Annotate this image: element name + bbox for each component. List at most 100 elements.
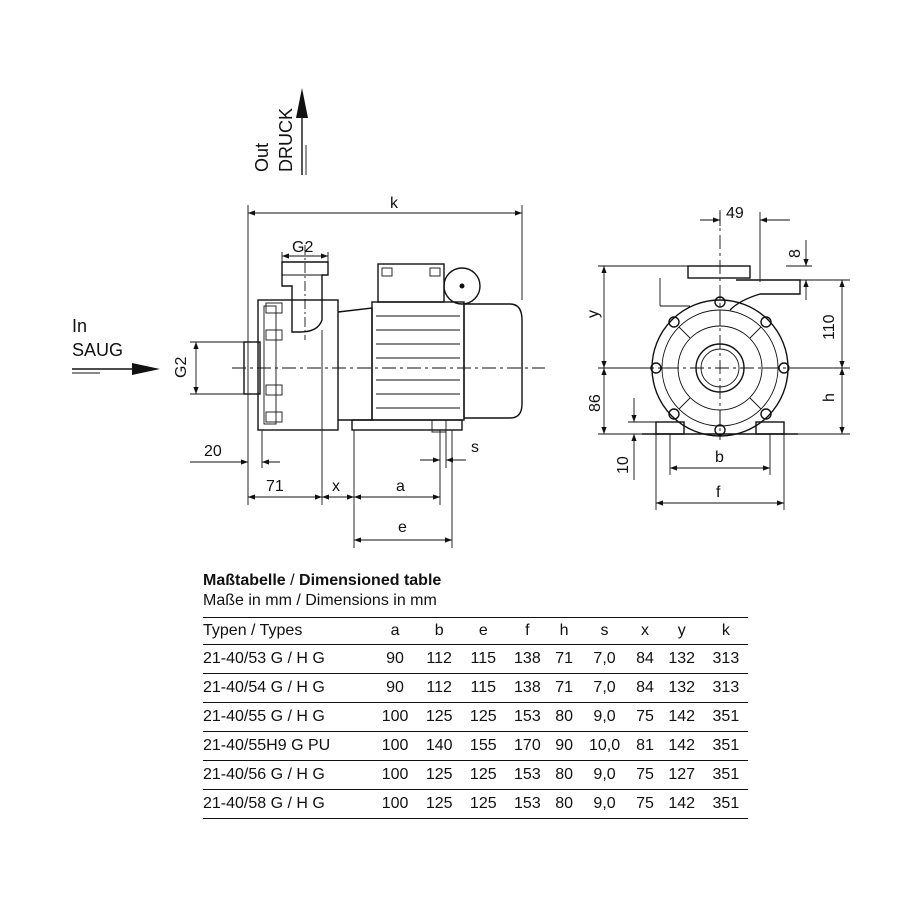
- inlet-arrow: [72, 363, 160, 375]
- dim-y: y: [585, 310, 602, 318]
- dim-20: 20: [204, 443, 222, 460]
- table-cell-value: 170: [505, 731, 550, 761]
- dim-f: f: [716, 484, 721, 501]
- table-cell-value: 112: [417, 644, 462, 674]
- dimension-table: Typen / Types a b e f h s x y k 21-40/53…: [203, 617, 748, 819]
- header-y: y: [659, 617, 704, 645]
- table-cell-value: 9,0: [578, 789, 631, 819]
- table-cell-value: 100: [373, 760, 418, 790]
- table-cell-value: 155: [461, 731, 506, 761]
- table-cell-value: 313: [703, 644, 748, 674]
- front-dimensions: [598, 212, 850, 510]
- label-in: In: [72, 316, 87, 336]
- table-cell-value: 138: [505, 644, 550, 674]
- table-cell-type: 21-40/58 G / H G: [203, 789, 373, 819]
- dim-s: s: [471, 439, 479, 456]
- table-cell-value: 80: [549, 789, 579, 819]
- table-cell-value: 125: [461, 789, 506, 819]
- table-cell-value: 153: [505, 702, 550, 732]
- table-cell-value: 90: [373, 644, 418, 674]
- table-cell-value: 127: [659, 760, 704, 790]
- table-cell-value: 142: [659, 702, 704, 732]
- table-cell-value: 132: [659, 673, 704, 703]
- header-a: a: [373, 617, 418, 645]
- table-cell-value: 125: [417, 789, 462, 819]
- table-cell-value: 10,0: [578, 731, 631, 761]
- dim-a: a: [396, 478, 405, 495]
- dimension-table-block: Maßtabelle / Dimensioned table Maße in m…: [203, 571, 748, 819]
- table-title: Maßtabelle / Dimensioned table: [203, 571, 748, 591]
- table-cell-value: 142: [659, 731, 704, 761]
- table-cell-value: 9,0: [578, 760, 631, 790]
- table-cell-type: 21-40/54 G / H G: [203, 673, 373, 703]
- label-druck: DRUCK: [276, 108, 296, 172]
- table-cell-value: 112: [417, 673, 462, 703]
- dim-8: 8: [787, 249, 804, 258]
- table-cell-value: 84: [630, 673, 660, 703]
- dim-h: h: [821, 393, 838, 402]
- pump-side-view: [232, 245, 545, 433]
- table-cell-value: 71: [549, 644, 579, 674]
- table-cell-value: 351: [703, 731, 748, 761]
- header-e: e: [461, 617, 506, 645]
- dim-e: e: [398, 519, 407, 536]
- table-title-separator: /: [285, 572, 300, 589]
- table-cell-value: 351: [703, 702, 748, 732]
- table-cell-value: 81: [630, 731, 660, 761]
- dim-b: b: [715, 449, 724, 466]
- table-cell-value: 125: [461, 760, 506, 790]
- pump-front-view: [640, 210, 801, 440]
- table-cell-value: 351: [703, 760, 748, 790]
- header-k: k: [703, 617, 748, 645]
- table-cell-value: 84: [630, 644, 660, 674]
- table-cell-value: 7,0: [578, 673, 631, 703]
- table-cell-value: 100: [373, 702, 418, 732]
- table-cell-value: 313: [703, 673, 748, 703]
- table-cell-value: 138: [505, 673, 550, 703]
- header-f: f: [505, 617, 550, 645]
- table-cell-value: 125: [461, 702, 506, 732]
- table-cell-value: 9,0: [578, 702, 631, 732]
- table-cell-value: 153: [505, 760, 550, 790]
- table-cell-value: 75: [630, 789, 660, 819]
- header-x: x: [630, 617, 660, 645]
- pump-dimension-drawing: Out DRUCK In SAUG: [72, 88, 850, 548]
- dim-10: 10: [615, 456, 632, 474]
- table-cell-type: 21-40/55 G / H G: [203, 702, 373, 732]
- label-out: Out: [252, 143, 272, 172]
- dim-g2-side: G2: [173, 357, 190, 378]
- table-cell-value: 351: [703, 789, 748, 819]
- header-b: b: [417, 617, 462, 645]
- header-s: s: [578, 617, 631, 645]
- table-cell-value: 142: [659, 789, 704, 819]
- dim-110: 110: [821, 314, 838, 340]
- outlet-arrow: [296, 88, 308, 175]
- dim-g2-top: G2: [292, 239, 313, 256]
- table-cell-value: 90: [373, 673, 418, 703]
- table-cell-value: 153: [505, 789, 550, 819]
- header-h: h: [549, 617, 579, 645]
- table-cell-value: 140: [417, 731, 462, 761]
- table-header-row: Typen / Types a b e f h s x y k: [203, 617, 748, 645]
- table-cell-value: 100: [373, 731, 418, 761]
- dim-k: k: [390, 195, 399, 212]
- table-cell-value: 115: [461, 673, 506, 703]
- table-cell-type: 21-40/53 G / H G: [203, 644, 373, 674]
- label-saug: SAUG: [72, 340, 123, 360]
- table-cell-value: 100: [373, 789, 418, 819]
- table-cell-type: 21-40/56 G / H G: [203, 760, 373, 790]
- table-cell-type: 21-40/55H9 G PU: [203, 731, 373, 761]
- table-cell-value: 115: [461, 644, 506, 674]
- side-dimensions: [190, 205, 523, 548]
- table-cell-value: 90: [549, 731, 579, 761]
- table-cell-value: 125: [417, 760, 462, 790]
- table-cell-value: 75: [630, 760, 660, 790]
- table-subtitle: Maße in mm / Dimensions in mm: [203, 592, 437, 609]
- dim-86: 86: [587, 394, 604, 412]
